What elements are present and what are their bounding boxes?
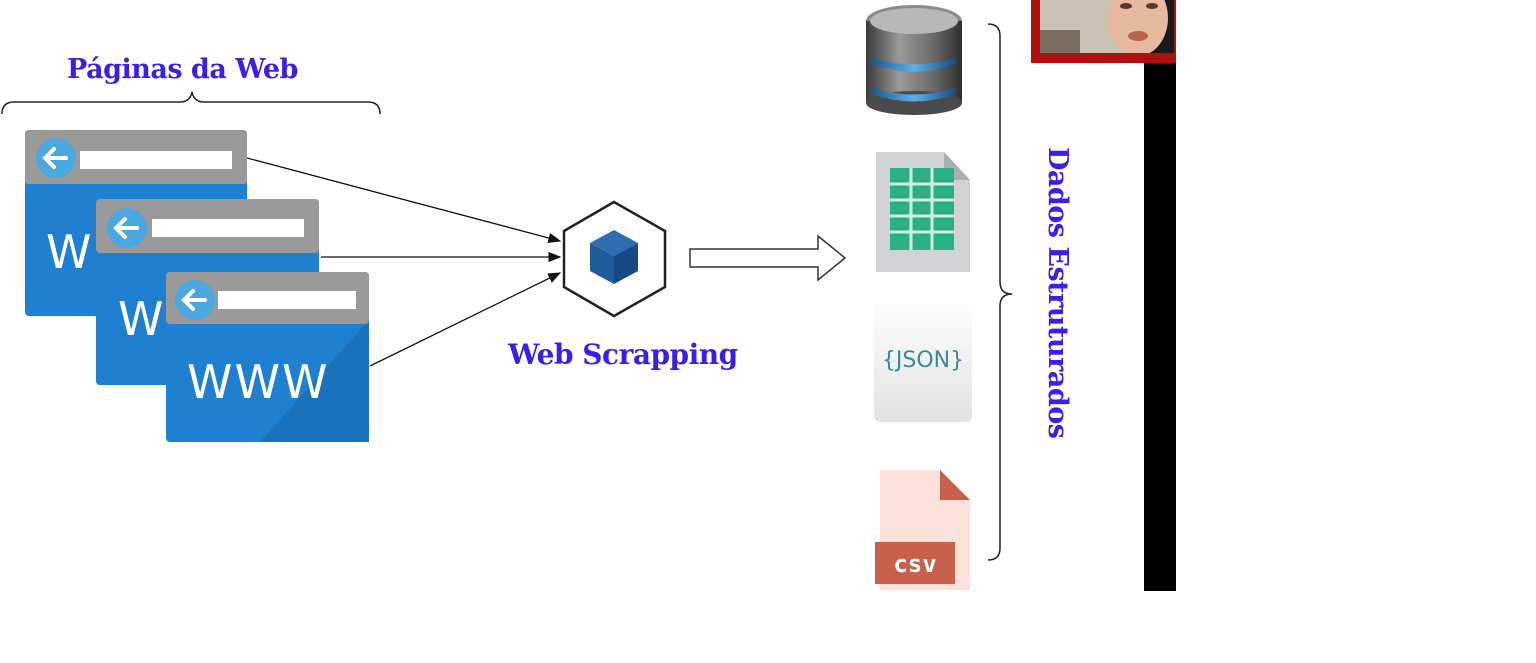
www-label: WWW bbox=[187, 355, 329, 409]
arrow-line bbox=[369, 272, 562, 367]
webcam-video bbox=[1040, 0, 1174, 53]
web-scrapping-title: Web Scrapping bbox=[508, 338, 738, 371]
dark-side-panel bbox=[1144, 63, 1176, 591]
json-label: {JSON} bbox=[882, 348, 964, 373]
svg-text:W: W bbox=[46, 225, 91, 279]
presenter-face bbox=[1040, 0, 1174, 53]
csv-label: csv bbox=[893, 550, 936, 578]
cube-icon bbox=[562, 200, 667, 318]
pages-title: Páginas da Web bbox=[67, 54, 298, 85]
spreadsheet-icon bbox=[876, 152, 970, 272]
curly-brace bbox=[987, 23, 1013, 561]
pages-brace bbox=[1, 91, 381, 115]
browser-window-icon bbox=[166, 272, 369, 442]
structured-data-title: Dados Estruturados bbox=[1042, 147, 1073, 439]
webcam-overlay bbox=[1031, 0, 1176, 63]
right-arrow-icon bbox=[689, 234, 847, 282]
arrow-line bbox=[246, 157, 562, 244]
json-file-icon: {JSON} bbox=[874, 296, 972, 422]
database-icon bbox=[866, 5, 962, 115]
svg-text:W: W bbox=[118, 292, 163, 346]
csv-file-icon: csv bbox=[875, 470, 970, 590]
